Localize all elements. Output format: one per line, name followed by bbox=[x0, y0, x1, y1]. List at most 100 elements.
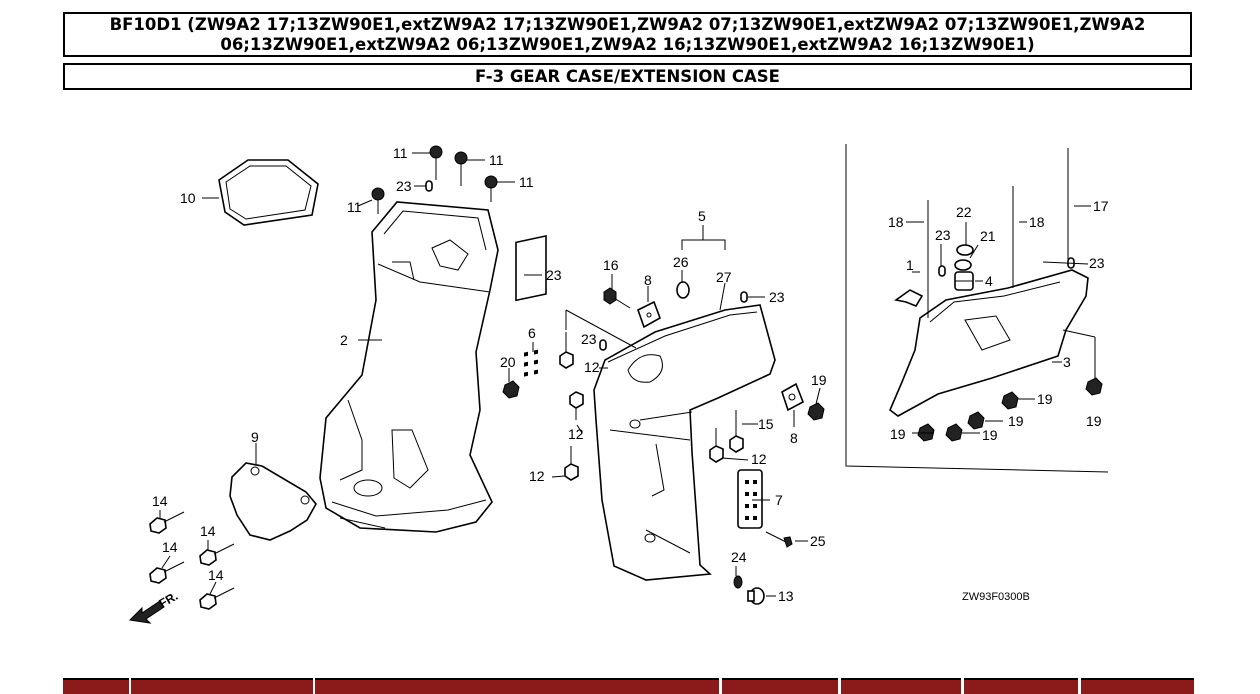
callout-3: 3 bbox=[1063, 354, 1071, 370]
callout-23f: 23 bbox=[1089, 255, 1105, 271]
callout-19d: 19 bbox=[1008, 413, 1024, 429]
part-16-bolt[interactable] bbox=[603, 287, 631, 309]
table-header-cell bbox=[315, 678, 719, 694]
part-23-dowel-d[interactable] bbox=[740, 291, 748, 303]
part-14-bolt-d[interactable] bbox=[199, 587, 235, 610]
part-13-plug[interactable] bbox=[747, 587, 765, 605]
callout-13: 13 bbox=[778, 588, 794, 604]
part-20-nut[interactable] bbox=[502, 380, 520, 399]
callout-20: 20 bbox=[500, 354, 516, 370]
section-title-box: F-3 GEAR CASE/EXTENSION CASE bbox=[63, 63, 1192, 90]
part-14-bolt-a[interactable] bbox=[149, 511, 185, 534]
callout-19b: 19 bbox=[1037, 391, 1053, 407]
part-15-bolt[interactable] bbox=[729, 410, 744, 453]
callout-25: 25 bbox=[810, 533, 826, 549]
part-3-gear-case-alt[interactable] bbox=[889, 269, 1089, 417]
table-header-cell bbox=[841, 678, 961, 694]
callout-12b: 12 bbox=[568, 426, 584, 442]
part-26-collar[interactable] bbox=[676, 281, 690, 299]
part-12-bolt-b[interactable] bbox=[569, 391, 584, 420]
part-12-bolt-c[interactable] bbox=[564, 446, 579, 481]
part-11-bolt-c[interactable] bbox=[484, 175, 498, 202]
part-3-gear-case[interactable] bbox=[593, 304, 776, 581]
callout-16: 16 bbox=[603, 257, 619, 273]
callout-12d: 12 bbox=[751, 451, 767, 467]
part-10-gasket[interactable] bbox=[218, 159, 319, 226]
callout-18a: 18 bbox=[888, 214, 904, 230]
model-title-box: BF10D1 (ZW9A2 17;13ZW90E1,extZW9A2 17;13… bbox=[63, 12, 1192, 57]
part-19-nut-c[interactable] bbox=[1001, 391, 1019, 410]
part-23-dowel-c[interactable] bbox=[599, 339, 607, 351]
part-25-screw[interactable] bbox=[765, 531, 793, 548]
callout-9: 9 bbox=[251, 429, 259, 445]
callout-17: 17 bbox=[1093, 198, 1109, 214]
part-1-clip[interactable] bbox=[894, 289, 924, 307]
section-title: F-3 GEAR CASE/EXTENSION CASE bbox=[475, 67, 780, 86]
part-19-nut-b[interactable] bbox=[1085, 377, 1103, 396]
callout-8a: 8 bbox=[644, 272, 652, 288]
part-11-bolt-a[interactable] bbox=[429, 145, 443, 180]
part-7-anode[interactable] bbox=[737, 469, 763, 529]
callout-14d: 14 bbox=[208, 567, 224, 583]
part-23-dowel-e[interactable] bbox=[938, 265, 946, 277]
callout-5: 5 bbox=[698, 208, 706, 224]
callout-23a: 23 bbox=[396, 178, 412, 194]
callout-15: 15 bbox=[758, 416, 774, 432]
callout-4: 4 bbox=[985, 273, 993, 289]
callout-23c: 23 bbox=[581, 331, 597, 347]
part-9-cover[interactable] bbox=[229, 462, 317, 541]
callout-8b: 8 bbox=[790, 430, 798, 446]
callout-24: 24 bbox=[731, 549, 747, 565]
front-arrow bbox=[128, 600, 165, 624]
part-11-bolt-b[interactable] bbox=[454, 151, 468, 186]
part-2-extension-case[interactable] bbox=[319, 201, 499, 533]
table-header-cell bbox=[131, 678, 313, 694]
callout-27: 27 bbox=[716, 269, 732, 285]
callout-14b: 14 bbox=[200, 523, 216, 539]
part-19-nut-f[interactable] bbox=[945, 423, 963, 442]
part-12-bolt-a[interactable] bbox=[559, 332, 574, 369]
callout-7: 7 bbox=[775, 492, 783, 508]
part-11-bolt-d[interactable] bbox=[371, 187, 385, 214]
part-8-mount-b[interactable] bbox=[781, 382, 805, 412]
callout-12a: 12 bbox=[584, 359, 600, 375]
callout-18b: 18 bbox=[1029, 214, 1045, 230]
table-header-cell bbox=[1081, 678, 1194, 694]
callout-12c: 12 bbox=[529, 468, 545, 484]
part-8-mount-a[interactable] bbox=[637, 300, 661, 329]
model-title: BF10D1 (ZW9A2 17;13ZW90E1,extZW9A2 17;13… bbox=[109, 14, 1146, 54]
part-4-bearing[interactable] bbox=[954, 271, 974, 291]
callout-23b: 23 bbox=[546, 267, 562, 283]
part-14-bolt-b[interactable] bbox=[199, 543, 235, 566]
part-21-washer[interactable] bbox=[954, 259, 972, 271]
callout-23e: 23 bbox=[935, 227, 951, 243]
callout-26: 26 bbox=[673, 254, 689, 270]
table-header-cell bbox=[63, 678, 129, 694]
diagram-code: ZW93F0300B bbox=[962, 591, 1030, 603]
callout-2: 2 bbox=[340, 332, 348, 348]
table-header-cell bbox=[964, 678, 1078, 694]
callout-19a: 19 bbox=[811, 372, 827, 388]
callout-23d: 23 bbox=[769, 289, 785, 305]
table-header-cell bbox=[722, 678, 838, 694]
callout-21: 21 bbox=[980, 228, 996, 244]
part-19-nut-d[interactable] bbox=[967, 411, 985, 430]
callout-19f: 19 bbox=[982, 427, 998, 443]
part-6-anode[interactable] bbox=[515, 234, 547, 377]
part-24-washer[interactable] bbox=[733, 575, 743, 589]
callout-11c: 11 bbox=[519, 174, 534, 190]
callout-14c: 14 bbox=[162, 539, 178, 555]
part-22-seal[interactable] bbox=[956, 244, 974, 256]
part-12-bolt-d[interactable] bbox=[709, 428, 724, 463]
callout-11a: 11 bbox=[393, 145, 408, 161]
callout-6: 6 bbox=[528, 325, 536, 341]
callout-14a: 14 bbox=[152, 493, 168, 509]
part-23-dowel-a[interactable] bbox=[425, 180, 433, 192]
part-19-nut-a[interactable] bbox=[807, 402, 825, 421]
callout-10: 10 bbox=[180, 190, 196, 206]
part-14-bolt-c[interactable] bbox=[149, 561, 185, 584]
callout-22: 22 bbox=[956, 204, 972, 220]
callout-11b: 11 bbox=[489, 152, 504, 168]
callout-11d: 11 bbox=[347, 199, 362, 215]
